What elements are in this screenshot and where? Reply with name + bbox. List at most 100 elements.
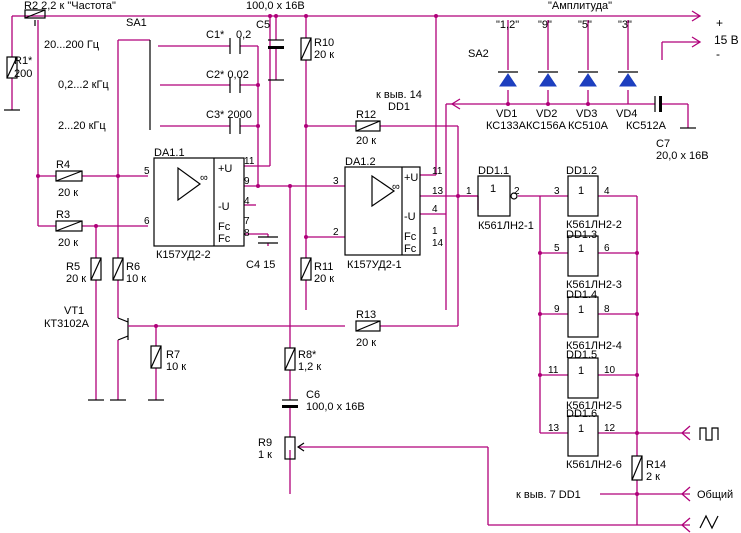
label-vt1-type: КТ3102А (44, 318, 90, 330)
label-r9: R9 (258, 437, 272, 449)
r13-resistor (355, 320, 381, 332)
arrow-plus-15v (691, 10, 702, 22)
label-dd1-1: DD1.1 (478, 165, 509, 177)
label-dd1-1-type: К561ЛН2-1 (478, 220, 534, 232)
label-dd1-5: DD1.5 (566, 349, 597, 361)
label-c7-value: 20,0 х 16В (656, 150, 709, 162)
label-amp-5: "5" (578, 19, 592, 31)
label-r13-value: 20 к (356, 337, 376, 349)
label-sa2: SA2 (468, 48, 489, 60)
pin-dd-13: 13 (548, 423, 560, 434)
da1-2-opamp (344, 166, 421, 256)
label-k-vyv-7: к выв. 7 DD1 (516, 489, 581, 501)
pin-4: 4 (244, 196, 250, 207)
vd3-zener-diode (578, 71, 598, 87)
label-dd13-one: 1 (578, 243, 584, 255)
label-r12: R12 (356, 109, 376, 121)
label-r12-value: 20 к (356, 135, 376, 147)
label-r14: R14 (646, 459, 666, 471)
dd1-4-inverter (567, 296, 599, 338)
label-dd1-3-type: К561ЛН2-3 (566, 279, 622, 291)
r4-resistor (55, 170, 83, 182)
label-vd4: VD4 (616, 108, 637, 120)
label-da12-fc1: Fc (404, 231, 417, 243)
label-r4: R4 (56, 159, 70, 171)
label-da11-inf: ∞ (200, 172, 208, 184)
r14-resistor (631, 455, 643, 481)
r9-potentiometer (284, 436, 296, 460)
label-dd1-2-type: К561ЛН2-2 (566, 219, 622, 231)
label-c1-value: 0,2 (236, 29, 251, 41)
pin-dd-12: 12 (604, 423, 616, 434)
label-dd1: DD1 (388, 101, 410, 113)
label-c6: C6 (306, 389, 320, 401)
label-c5: C5 (256, 19, 270, 31)
dd1-3-inverter (567, 235, 599, 277)
label-r2: R2 2,2 к "Частота" (24, 0, 116, 12)
pin-dd-6: 6 (604, 243, 610, 254)
pin-3: 3 (333, 176, 339, 187)
label-r8-value: 1,2 к (298, 361, 321, 373)
pin-dd-9: 9 (554, 304, 560, 315)
label-dd1-5-type: К561ЛН2-5 (566, 400, 622, 412)
label-vt1: VT1 (64, 305, 84, 317)
pin-6: 6 (144, 216, 150, 227)
label-r10: R10 (314, 37, 334, 49)
r12-resistor (355, 120, 381, 132)
label-da11-pu: +U (218, 163, 232, 175)
r6-resistor (112, 257, 124, 281)
label-r11: R11 (314, 261, 333, 273)
label-r3: R3 (56, 209, 70, 221)
label-dd12-one: 1 (578, 185, 584, 197)
label-amp-3: "3" (618, 19, 632, 31)
dd1-5-inverter (567, 357, 599, 399)
label-r7: R7 (166, 349, 180, 361)
label-dd1-6: DD1.6 (566, 408, 597, 420)
r7-resistor (150, 345, 162, 369)
pin-5: 5 (144, 166, 150, 177)
label-common: Общий (697, 489, 733, 501)
label-da1-1: DA1.1 (154, 147, 185, 159)
label-r4-value: 20 к (58, 187, 78, 199)
pin-dd-11: 11 (548, 365, 559, 376)
da1-1-opamp (153, 157, 245, 247)
label-da11-mu: -U (218, 201, 230, 213)
label-r7-value: 10 к (166, 361, 186, 373)
label-amp-9: "9" (538, 19, 552, 31)
label-vd2-type: КС156А (526, 120, 567, 132)
pin-14: 14 (432, 238, 444, 249)
pin-dd-4: 4 (604, 186, 610, 197)
label-vd1: VD1 (496, 108, 517, 120)
label-dd11-one: 1 (490, 183, 496, 195)
label-vd3-type: КС510А (568, 120, 609, 132)
pin-9: 9 (244, 176, 250, 187)
pin-dd-1: 1 (466, 186, 472, 197)
label-dd15-one: 1 (578, 365, 584, 377)
label-da12-inf: ∞ (392, 181, 400, 193)
label-vd4-type: КС512А (626, 120, 667, 132)
r11-resistor (300, 257, 312, 281)
label-sa1: SA1 (126, 17, 147, 29)
label-da12-pu: +U (404, 172, 418, 184)
pin-4b: 4 (432, 204, 438, 215)
dd1-6-inverter (567, 415, 599, 457)
pin-dd-8: 8 (604, 304, 610, 315)
label-dd14-one: 1 (578, 304, 584, 316)
label-c1: C1* (206, 29, 225, 41)
vd1-zener-diode (498, 71, 518, 87)
r2-potentiometer (24, 9, 46, 19)
label-r13: R13 (356, 309, 376, 321)
label-da1-1-type: К157УД2-2 (156, 249, 211, 261)
r3-resistor (55, 220, 83, 232)
label-r6-value: 10 к (126, 273, 146, 285)
label-da1-2-type: К157УД2-1 (347, 259, 402, 271)
label-c4: C4 15 (246, 259, 275, 271)
label-c6-value: 100,0 х 16В (306, 401, 365, 413)
label-r3-value: 20 к (58, 237, 78, 249)
label-r1: R1* (14, 55, 33, 67)
label-amplitude: "Амплитуда" (548, 0, 612, 12)
label-plus: + (716, 16, 723, 30)
label-r5-value: 20 к (66, 273, 86, 285)
dd1-2-inverter (567, 175, 599, 217)
